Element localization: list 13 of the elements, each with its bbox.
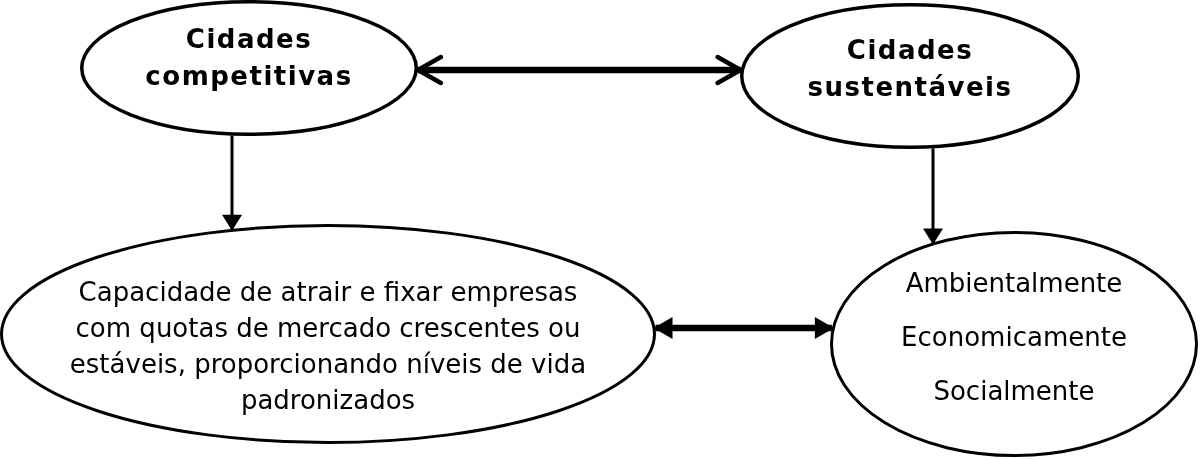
ellipse-node bbox=[80, 0, 418, 136]
node-label: Socialmente bbox=[933, 375, 1095, 408]
node-label: Ambientalmente bbox=[905, 267, 1123, 300]
ellipse-node bbox=[830, 231, 1198, 457]
ellipse-node bbox=[740, 3, 1080, 149]
ellipse-node bbox=[0, 224, 656, 444]
node-label: Capacidade de atrair e fixar empresas com quotas de mercado crescentes ou estáveis, proporcionando níveis de vida padronizados bbox=[68, 276, 588, 417]
node-label: Cidades competitivas bbox=[144, 23, 354, 93]
node-label: Cidades sustentáveis bbox=[806, 34, 1014, 104]
double-arrow bbox=[653, 317, 834, 339]
arrow bbox=[222, 135, 242, 231]
node-label: Economicamente bbox=[901, 321, 1127, 354]
arrow bbox=[923, 148, 943, 245]
